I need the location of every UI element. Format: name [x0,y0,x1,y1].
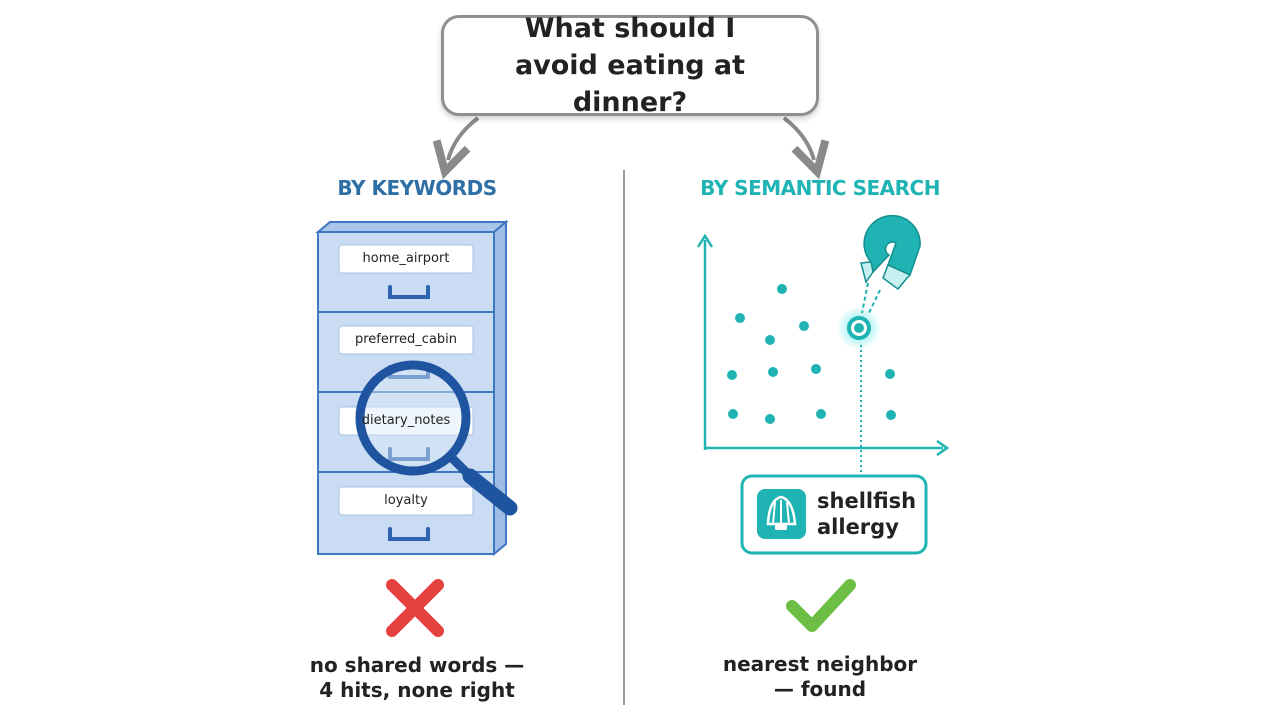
magnet-pull-line [861,282,869,314]
check-icon [786,579,856,632]
magnifier-icon [355,360,518,516]
embedding-point [735,313,745,323]
magnet-icon [860,214,921,291]
embedding-point [727,370,737,380]
drawer-label-dietary-notes: dietary_notes [361,413,451,428]
semantic-caption-line-1: nearest neighbor [722,652,918,676]
keywords-heading: BY KEYWORDS [337,176,497,200]
x-axis-arrow-icon [936,439,950,457]
cabinet-drawer [317,231,495,313]
cross-icon [386,579,444,637]
drawer-handle-icon [388,447,430,461]
question-text: What should I avoid eating at dinner? [514,13,746,118]
result-line-1: shellfish [817,489,917,513]
embedding-point [885,369,895,379]
semantic-caption: nearest neighbor — found [670,652,970,702]
right-branch-arrow [782,116,814,160]
cabinet-drawer [317,471,495,555]
filing-cabinet [315,219,509,557]
embedding-point [816,409,826,419]
drawer-handle-icon [388,527,430,541]
embedding-plot [696,233,950,476]
drawer-label-home-airport: home_airport [362,251,450,266]
left-branch-arrow [448,116,480,160]
embedding-point [765,335,775,345]
drawer-label-preferred-cabin: preferred_cabin [354,332,458,347]
drawer-label-loyalty: loyalty [384,493,428,508]
semantic-heading: BY SEMANTIC SEARCH [700,176,940,200]
keywords-caption-line-1: no shared words — [309,653,525,677]
question-box: What should I avoid eating at dinner? [441,13,819,118]
embedding-point [799,321,809,331]
embedding-point [728,409,738,419]
keywords-caption-line-2: 4 hits, none right [319,678,515,702]
result-label: shellfish allergy [817,488,916,540]
cabinet-drawer [317,311,495,393]
result-line-2: allergy [817,515,899,539]
nearest-point-core [854,323,864,333]
semantic-caption-line-2: — found [773,677,867,701]
embedding-point [765,414,775,424]
y-axis-arrow-icon [696,233,714,248]
embedding-point [777,284,787,294]
shell-icon [766,495,797,530]
keywords-caption: no shared words — 4 hits, none right [267,653,567,703]
drawer-handle-icon [388,285,430,299]
embedding-point [886,410,896,420]
result-card [740,474,928,555]
embedding-point [811,364,821,374]
magnet-pull-line [867,289,881,316]
cabinet-top [315,221,509,233]
embedding-point [768,367,778,377]
